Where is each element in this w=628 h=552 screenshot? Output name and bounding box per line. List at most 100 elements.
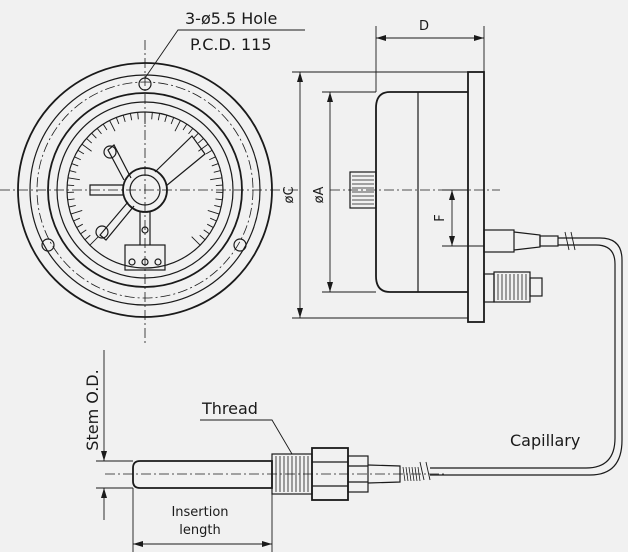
dial-tick — [193, 132, 199, 139]
flange-outer-circle — [17, 62, 273, 318]
main-pointer — [154, 135, 206, 187]
spring-coil — [402, 466, 406, 482]
spring-coil — [414, 466, 418, 482]
capillary-transition — [367, 464, 401, 484]
dial-tick — [215, 198, 223, 201]
capillary-break-top — [564, 231, 576, 251]
flange-inner-circle — [29, 74, 261, 306]
mounting-hole-left — [41, 238, 55, 252]
dial-tick — [137, 112, 139, 120]
thread-label: Thread — [201, 399, 258, 418]
insertion-label-line2: length — [179, 523, 220, 538]
rear-fitting-taper — [513, 231, 541, 251]
contact-pointer-lower — [99, 201, 135, 241]
dial-tick — [115, 117, 120, 125]
dial-tick — [77, 149, 85, 155]
dial-tick — [68, 205, 76, 208]
terminal-screw-1 — [128, 258, 136, 266]
side-case-body — [375, 91, 468, 293]
dial-tick — [74, 156, 81, 161]
terminal-block — [124, 244, 166, 271]
thread-lines — [275, 456, 309, 492]
dial-tick — [182, 123, 188, 131]
dial-tick — [214, 205, 222, 208]
dial-tick — [129, 113, 133, 121]
dial-tick — [209, 156, 216, 161]
dial-tick — [73, 217, 81, 222]
stem — [132, 460, 273, 489]
dial-tick — [203, 229, 210, 235]
capillary-nut — [539, 235, 559, 247]
dim-f-label: F — [433, 214, 448, 221]
dim-a-label: øA — [312, 186, 327, 203]
dial-tick — [122, 114, 126, 122]
dial-tick — [213, 170, 221, 173]
spring-coil — [417, 466, 421, 482]
compression-nut — [347, 455, 369, 493]
dial-tick — [109, 120, 116, 132]
dial-tick — [70, 209, 83, 215]
pcd-circle — [36, 81, 254, 299]
dial-tick — [209, 217, 217, 222]
side-view — [292, 26, 623, 481]
front-view — [0, 29, 305, 345]
capillary-label: Capillary — [510, 431, 580, 450]
dial-tick — [164, 114, 168, 122]
capillary-spring — [402, 466, 421, 482]
dial-tick — [84, 234, 91, 241]
dial-scale-ticks — [67, 112, 223, 246]
dim-c-label: øC — [282, 186, 297, 203]
cable-gland-nut — [529, 277, 543, 297]
dial-tick — [188, 128, 194, 135]
dial-tick — [197, 138, 204, 144]
dial-tick — [96, 128, 102, 135]
dial-tick — [151, 112, 153, 120]
spring-coil — [405, 466, 409, 482]
mounting-hole-right — [233, 238, 247, 252]
insertion-label-line1: Insertion — [171, 505, 228, 520]
terminal-screw-3 — [154, 258, 162, 266]
dial-tick — [86, 138, 93, 144]
pointer-hub-inner — [129, 174, 161, 206]
dial-tick — [191, 236, 201, 246]
dial-tick — [67, 198, 75, 201]
case-inner-circle — [56, 101, 234, 279]
bulb-view — [96, 350, 445, 552]
contact-knob-lower — [95, 225, 109, 239]
dial-tick — [211, 163, 219, 167]
capillary-tube-inner — [430, 244, 616, 469]
cable-gland — [493, 271, 531, 303]
dial-tick — [207, 223, 214, 228]
capillary-tube-outer — [430, 237, 623, 476]
hole-label: 3-ø5.5 Hole — [185, 9, 277, 28]
dial-tick — [89, 236, 99, 246]
dial-tick — [210, 177, 223, 181]
dial-tick — [170, 117, 175, 125]
dial-tick — [76, 223, 83, 228]
case-outer-circle — [47, 92, 243, 288]
dial-tick — [91, 132, 97, 139]
dial-tick — [207, 209, 220, 215]
dial-tick — [81, 143, 92, 152]
dial-tick — [102, 123, 108, 131]
dim-d-label: D — [419, 19, 429, 34]
dial-tick — [69, 170, 77, 173]
pointer-tail — [89, 184, 124, 196]
rear-fitting — [483, 229, 515, 253]
dial-tick — [199, 234, 206, 241]
dim-od-arrows — [101, 451, 107, 498]
hole-leader-line — [144, 29, 305, 79]
dial-tick — [71, 163, 79, 167]
contact-pointer-upper — [107, 144, 132, 181]
dial-tick — [80, 229, 87, 235]
dial-tick — [205, 149, 213, 155]
dial-tick — [67, 177, 80, 181]
dial-tick — [157, 113, 161, 121]
side-flange — [467, 71, 485, 323]
dial-tick — [198, 143, 209, 152]
terminal-pin — [141, 226, 149, 234]
cable-gland-base — [483, 273, 495, 303]
spring-coil — [408, 466, 412, 482]
thread-leader-line — [200, 419, 293, 455]
